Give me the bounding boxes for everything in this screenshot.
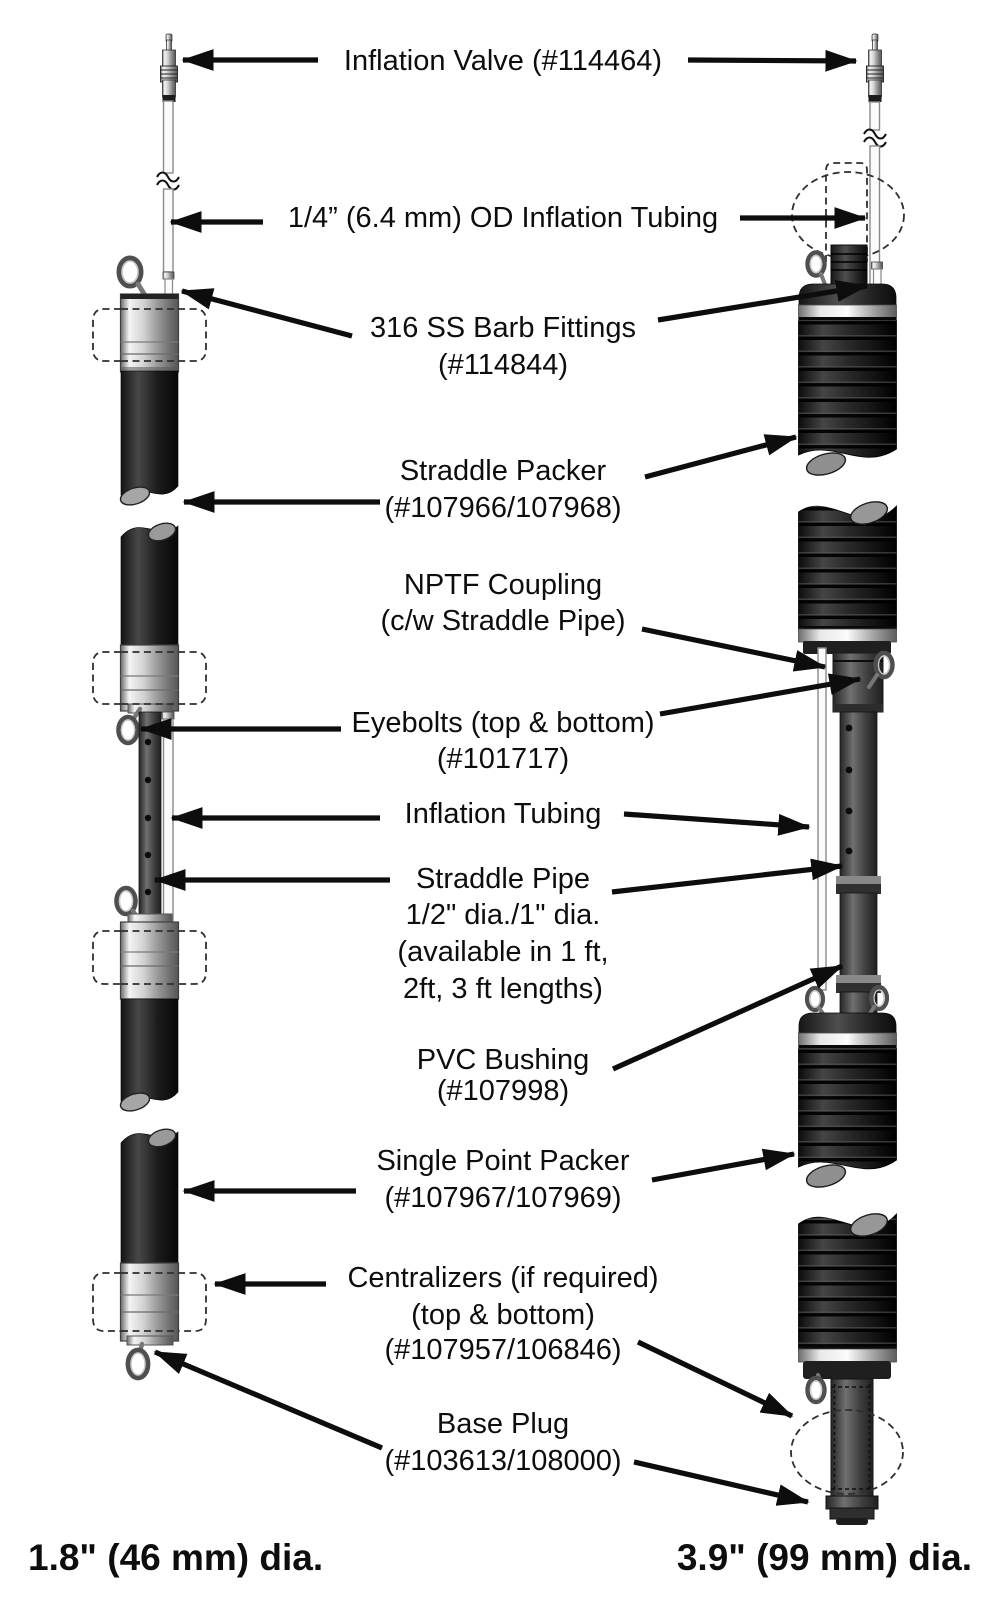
label-line: (#101717) <box>437 743 569 775</box>
label-line: 1/4” (6.4 mm) OD Inflation Tubing <box>288 202 718 234</box>
left-barb-fitting-icon <box>162 271 175 280</box>
right-phantom-centralizer <box>791 162 905 262</box>
label-inflation-valve: Inflation Valve (#114464) <box>181 45 858 77</box>
label-line: Centralizers (if required) <box>347 1262 658 1294</box>
label-line: (#107966/107968) <box>384 492 621 524</box>
left-centralizer-wings-4 <box>92 1272 207 1332</box>
label-line: NPTF Coupling <box>404 569 602 601</box>
left-straddle-packer-gland-upper <box>119 370 179 647</box>
right-assembly <box>790 33 905 1525</box>
right-threaded-cap <box>830 244 868 291</box>
label-line: (c/w Straddle Pipe) <box>381 605 626 637</box>
label-line: Inflation Tubing <box>405 798 602 830</box>
right-base-plug <box>790 1378 904 1525</box>
label-line: 1/2" dia./1" dia. <box>406 899 601 931</box>
left-centralizer-wings-3 <box>92 930 207 985</box>
right-phantom-centralizer-bottom <box>790 1409 904 1495</box>
label-line: PVC Bushing <box>417 1044 590 1076</box>
arrow-inflation-valve-right <box>687 49 858 72</box>
arrow-base-plug-right <box>633 1459 810 1506</box>
right-straddle-pipe <box>836 711 881 1015</box>
label-line: Eyebolts (top & bottom) <box>351 707 654 739</box>
label-line: Inflation Valve (#114464) <box>344 45 662 77</box>
label-line: 316 SS Barb Fittings <box>370 312 636 344</box>
left-bottom-centralizer <box>119 1262 180 1346</box>
left-centralizer-3 <box>119 913 180 1000</box>
right-coupling-eyebolt-icon <box>867 650 895 689</box>
label-base-plug: Base Plug (#103613/108000) <box>153 1349 810 1506</box>
label-line: (#114844) <box>438 349 568 381</box>
right-single-point-packer-element <box>798 1012 897 1379</box>
left-inflation-valve-icon <box>160 33 178 102</box>
left-centralizer-wings-1 <box>92 308 207 362</box>
left-centralizer-wings-2 <box>92 651 207 705</box>
arrow-single-point-right <box>651 1148 796 1183</box>
annotations: Inflation Valve (#114464) 1/4” (6.4 mm) … <box>139 45 869 1506</box>
left-centralizer-2 <box>119 644 180 714</box>
arrow-barb-fittings-right <box>657 280 869 323</box>
left-base-eyebolt-icon <box>125 1341 151 1381</box>
right-diameter-caption: 3.9" (99 mm) dia. <box>677 1537 972 1578</box>
arrow-inflation-tubing-right <box>623 811 811 836</box>
label-line: (#107998) <box>437 1075 569 1107</box>
label-nptf-coupling: NPTF Coupling (c/w Straddle Pipe) <box>381 569 827 672</box>
arrow-straddle-packer-right <box>644 434 798 480</box>
label-line: (#107957/106846) <box>384 1334 621 1366</box>
label-line: Straddle Packer <box>400 455 607 487</box>
right-base-eyebolt-icon <box>805 1373 827 1405</box>
label-line: Straddle Pipe <box>416 863 590 895</box>
label-single-point-packer: Single Point Packer (#107967/107969) <box>182 1145 796 1214</box>
label-straddle-pipe: Straddle Pipe 1/2" dia./1" dia. (availab… <box>153 858 844 1005</box>
label-line: (top & bottom) <box>411 1299 595 1331</box>
right-top-eyebolt-icon <box>805 250 828 289</box>
right-long-inflation-tubing <box>817 647 827 991</box>
label-pvc-bushing: PVC Bushing (#107998) <box>417 963 844 1107</box>
label-inflation-tubing: Inflation Tubing <box>170 798 811 836</box>
label-line: (available in 1 ft, <box>397 936 608 968</box>
left-top-eyebolt-icon <box>116 255 149 300</box>
label-line: Base Plug <box>437 1408 569 1440</box>
left-upper-inflation-tubing <box>156 100 180 298</box>
left-mid-eyebolt-icon <box>116 706 143 746</box>
label-line: Single Point Packer <box>376 1145 629 1177</box>
label-straddle-packer: Straddle Packer (#107966/107968) <box>182 434 798 524</box>
label-line: (#103613/108000) <box>384 1445 621 1477</box>
arrow-centralizers-right <box>636 1339 794 1419</box>
arrow-base-plug-left <box>153 1349 384 1451</box>
left-assembly <box>92 33 207 1381</box>
label-eyebolts: Eyebolts (top & bottom) (#101717) <box>139 673 862 775</box>
label-od-inflation-tubing: 1/4” (6.4 mm) OD Inflation Tubing <box>169 202 867 234</box>
arrow-nptf-coupling-right <box>641 626 827 672</box>
left-diameter-caption: 1.8" (46 mm) dia. <box>28 1537 323 1578</box>
arrow-straddle-pipe-right <box>611 858 844 895</box>
label-line: 2ft, 3 ft lengths) <box>403 973 603 1005</box>
label-centralizers: Centralizers (if required) (top & bottom… <box>213 1262 794 1419</box>
left-single-point-packer-gland <box>119 998 179 1264</box>
arrow-pvc-bushing-right <box>611 963 844 1072</box>
arrow-eyebolts-right <box>659 673 862 717</box>
right-inflation-valve-icon <box>866 33 884 102</box>
right-straddle-packer-element <box>798 283 897 654</box>
arrow-barb-fittings-left <box>180 288 353 339</box>
left-straddle-pipe <box>138 711 162 928</box>
captions: 1.8" (46 mm) dia. 3.9" (99 mm) dia. <box>28 1537 972 1578</box>
label-line: (#107967/107969) <box>384 1182 621 1214</box>
left-top-packer-head <box>119 293 180 373</box>
label-barb-fittings: 316 SS Barb Fittings (#114844) <box>180 280 869 381</box>
